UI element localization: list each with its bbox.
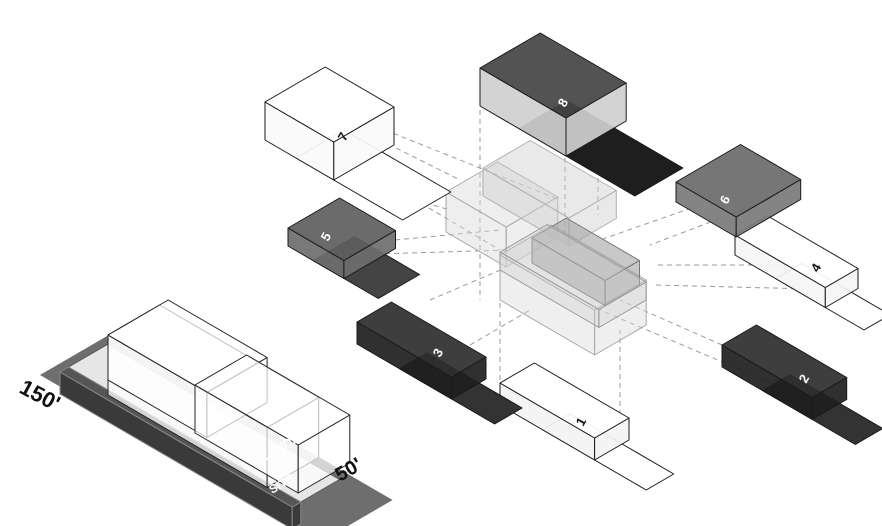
volume-5: 5	[287, 197, 421, 299]
center-upper-right-top-face	[482, 140, 617, 219]
volume-8: 8	[479, 32, 684, 197]
projection-line	[654, 284, 851, 291]
projection-line	[619, 299, 723, 346]
volume-7-top-face	[264, 66, 395, 143]
projection-line	[384, 129, 561, 201]
projection-line	[429, 267, 506, 301]
volume-2: 2	[721, 324, 882, 445]
center-slab-top-face	[499, 224, 647, 310]
center-upper-left-top-face	[445, 161, 559, 228]
center-core-top-face	[531, 217, 640, 281]
assembled-center-volume	[445, 140, 647, 356]
volume-5-top-face	[287, 197, 396, 261]
volume-6: 6	[675, 144, 802, 238]
volume-1-top-face	[499, 362, 630, 439]
projection-line	[469, 309, 531, 346]
volume-7: 7	[264, 66, 452, 221]
site-model	[40, 299, 393, 526]
volume-1: 1	[499, 362, 675, 491]
volume-3: 3	[356, 301, 523, 425]
volume-4: 4	[734, 215, 882, 331]
projection-line	[379, 139, 461, 181]
volume-3-top-face	[356, 301, 487, 378]
volume-6-top-face	[675, 144, 802, 218]
site-upper-right-top-face	[194, 354, 351, 446]
projection-line	[649, 189, 796, 246]
volume-2-top-face	[721, 324, 848, 398]
exploded-volumes: 12 3 4 5 6 78	[264, 32, 882, 491]
volume-8-top-face	[479, 32, 627, 119]
